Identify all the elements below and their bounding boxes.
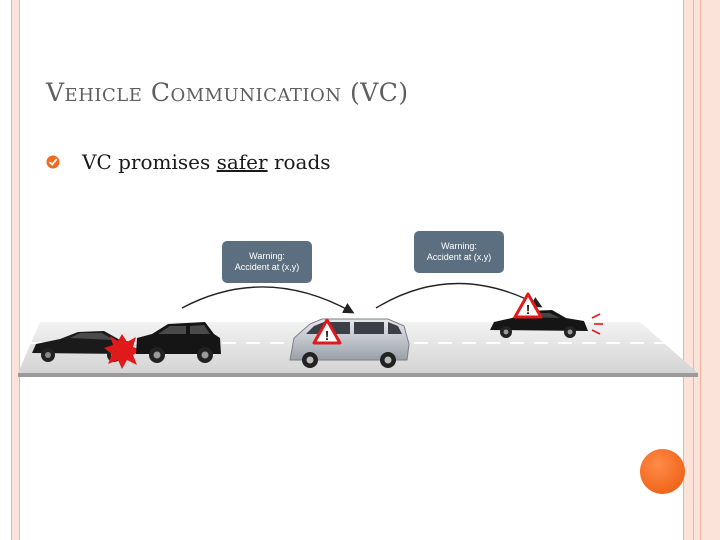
vc-diagram: ! ! Warning: Accident at (x,y) Warning: … bbox=[0, 226, 720, 390]
alert-triangle-icon-middle: ! bbox=[312, 318, 342, 345]
car-middle-minivan bbox=[289, 318, 410, 368]
bullet-text-pre: VC promises bbox=[82, 150, 217, 174]
bullet-icon bbox=[46, 155, 60, 169]
alert-triangle-icon-right: ! bbox=[513, 292, 543, 319]
alert-symbol-middle: ! bbox=[325, 328, 329, 343]
warning-box-left: Warning: Accident at (x,y) bbox=[222, 241, 312, 283]
brake-light-rays-icon bbox=[591, 313, 603, 335]
warning-right-line2: Accident at (x,y) bbox=[426, 252, 492, 262]
bullet-text: VC promises safer roads bbox=[82, 150, 331, 174]
road-scene: ! ! bbox=[18, 282, 698, 377]
arrow-right bbox=[375, 282, 543, 309]
alert-symbol-right: ! bbox=[526, 302, 530, 317]
decorative-orange-circle bbox=[640, 449, 685, 494]
bullet-text-underlined: safer bbox=[216, 150, 268, 174]
bullet-item: VC promises safer roads bbox=[46, 150, 331, 174]
warning-right-line1: Warning: bbox=[441, 241, 477, 251]
warning-box-right: Warning: Accident at (x,y) bbox=[414, 231, 504, 273]
crash-burst-icon bbox=[104, 334, 142, 369]
slide-title: Vehicle Communication (VC) bbox=[46, 78, 409, 107]
slide-frame-left bbox=[11, 0, 20, 540]
warning-left-line1: Warning: bbox=[249, 251, 285, 261]
slide-frame-right bbox=[683, 0, 720, 540]
bullet-text-post: roads bbox=[267, 150, 331, 174]
slide-frame-right-inner bbox=[693, 0, 701, 540]
warning-left-line2: Accident at (x,y) bbox=[234, 262, 300, 272]
car-left-suv bbox=[136, 322, 221, 363]
arrow-left bbox=[181, 286, 355, 314]
